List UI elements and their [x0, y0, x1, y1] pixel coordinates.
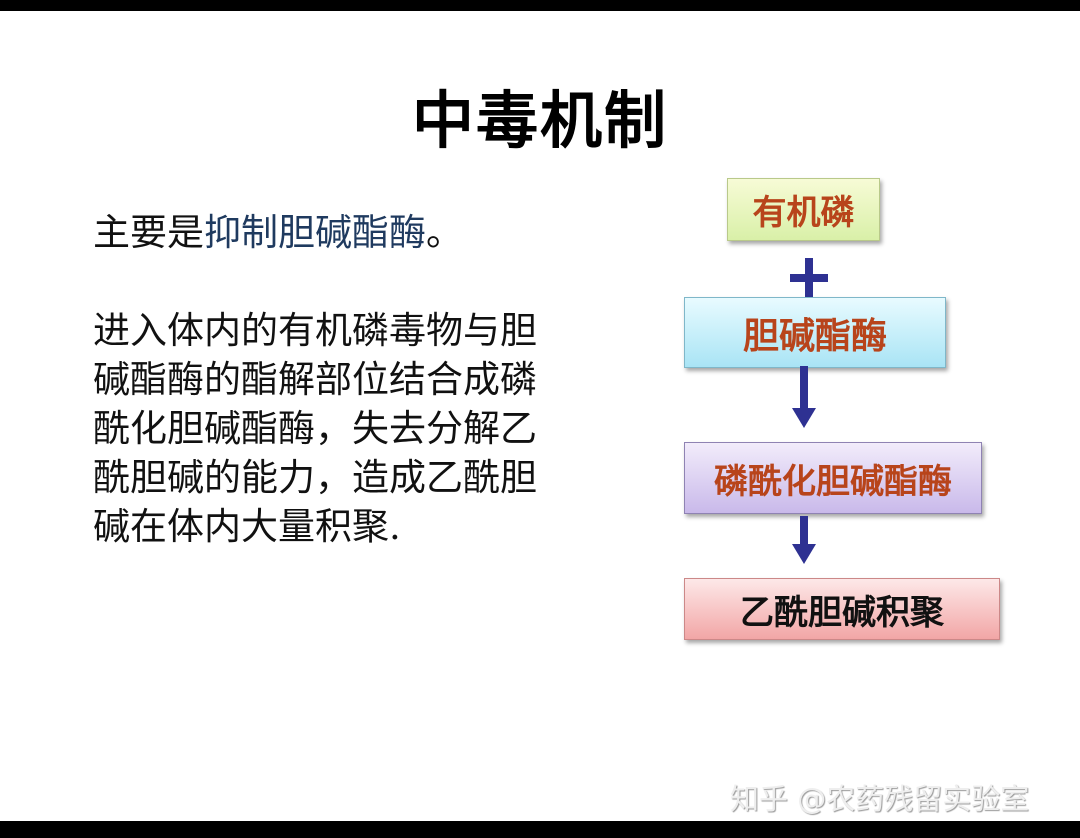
flow-node-label: 有机磷 — [752, 193, 855, 233]
lead-prefix: 主要是 — [93, 211, 204, 254]
flow-node-label: 胆碱酯酶 — [742, 314, 887, 357]
flow-node-phosphorylated-cholinesterase: 磷酰化胆碱酯酶 — [684, 442, 982, 514]
lead-highlight: 抑制胆碱酯酶 — [204, 211, 426, 254]
bottom-black-bar — [0, 821, 1080, 838]
flow-node-label: 乙酰胆碱积聚 — [740, 592, 944, 633]
lead-sentence: 主要是抑制胆碱酯酶。 — [93, 202, 463, 256]
flow-node-label: 磷酰化胆碱酯酶 — [714, 461, 952, 502]
flow-node-acetylcholine-accumulation: 乙酰胆碱积聚 — [684, 578, 1000, 640]
top-black-bar — [0, 0, 1080, 11]
paragraph-line: 酰胆碱的能力，造成乙酰胆 — [93, 456, 537, 499]
lead-suffix: 。 — [426, 211, 463, 254]
watermark: 知乎 @农药残留实验室 — [730, 782, 1030, 816]
arrow-down-icon — [792, 366, 816, 428]
paragraph-line: 碱在体内大量积聚. — [93, 505, 401, 548]
paragraph-line: 进入体内的有机磷毒物与胆 — [93, 309, 537, 352]
paragraph-line: 碱酯酶的酯解部位结合成磷 — [93, 358, 537, 401]
plus-icon — [790, 258, 828, 298]
mechanism-paragraph: 进入体内的有机磷毒物与胆 碱酯酶的酯解部位结合成磷 酰化胆碱酯酶，失去分解乙 酰… — [93, 306, 603, 551]
slide-title: 中毒机制 — [411, 84, 668, 157]
flow-node-cholinesterase: 胆碱酯酶 — [684, 297, 946, 368]
flow-node-organophosphate: 有机磷 — [727, 178, 880, 241]
paragraph-line: 酰化胆碱酯酶，失去分解乙 — [93, 407, 537, 450]
arrow-down-icon — [792, 516, 816, 564]
